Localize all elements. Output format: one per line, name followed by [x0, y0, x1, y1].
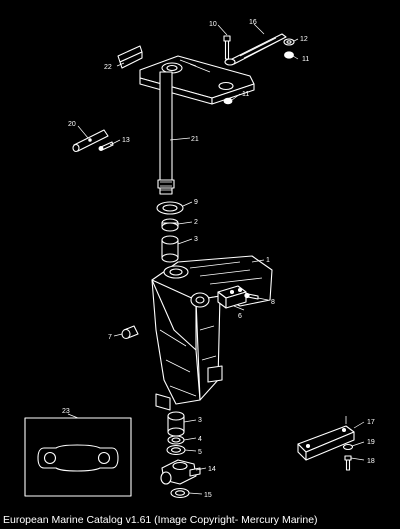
callout-4: 4	[198, 436, 202, 443]
part-3-bushing-lower[interactable]	[167, 411, 185, 437]
callout-3-upper: 3	[194, 236, 198, 243]
callout-17: 17	[367, 419, 375, 426]
callout-12: 12	[300, 36, 308, 43]
part-16-link-rod[interactable]	[224, 33, 287, 66]
part-3-bushing-upper[interactable]	[161, 235, 179, 263]
callout-9: 9	[194, 199, 198, 206]
callout-15: 15	[204, 492, 212, 499]
part-1-swivel-bracket[interactable]	[151, 255, 273, 411]
steering-arm-assembly[interactable]	[139, 55, 255, 105]
part-5-washer[interactable]	[166, 444, 186, 456]
part-9-washer[interactable]	[156, 201, 184, 215]
part-11-nut-upper[interactable]	[284, 51, 294, 59]
callout-22: 22	[104, 64, 112, 71]
part-6-block[interactable]	[217, 285, 247, 309]
callout-19: 19	[367, 439, 375, 446]
callout-11-upper: 11	[302, 56, 309, 63]
callout-7: 7	[108, 334, 112, 341]
callout-18: 18	[367, 458, 375, 465]
callout-20: 20	[68, 121, 76, 128]
callout-2: 2	[194, 219, 198, 226]
part-4-washer[interactable]	[167, 435, 185, 445]
part-13-screw[interactable]	[98, 141, 114, 151]
callout-labels: 10 16 12 11 11 22 20 13 21 9 2 3 1 6 8 7…	[62, 19, 375, 499]
callout-13: 13	[122, 137, 130, 144]
part-14-yoke[interactable]	[160, 459, 201, 485]
part-21-steering-shaft[interactable]	[157, 71, 175, 195]
exploded-parts-diagram: 10 16 12 11 11 22 20 13 21 9 2 3 1 6 8 7…	[24, 19, 375, 499]
part-23-gasket-inset[interactable]	[24, 417, 132, 497]
callout-8: 8	[271, 299, 275, 306]
part-7-bushing[interactable]	[121, 325, 139, 340]
callout-23: 23	[62, 408, 70, 415]
part-22-bracket[interactable]	[117, 45, 143, 69]
part-2-bushing[interactable]	[161, 218, 179, 232]
callout-5: 5	[198, 449, 202, 456]
part-19-washer[interactable]	[342, 443, 354, 451]
callout-21: 21	[191, 136, 199, 143]
callout-6: 6	[238, 313, 242, 320]
leader-lines	[67, 23, 365, 495]
callout-11-lower: 11	[242, 91, 249, 98]
part-8-screw[interactable]	[244, 292, 259, 300]
callout-16: 16	[249, 19, 257, 26]
part-20-pin[interactable]	[72, 129, 109, 153]
part-11-nut-lower[interactable]	[223, 97, 233, 105]
part-17-plate[interactable]	[297, 416, 355, 461]
part-10-bolt[interactable]	[223, 35, 231, 60]
part-12-washer[interactable]	[283, 38, 295, 46]
part-15-washer[interactable]	[170, 487, 190, 499]
callout-10: 10	[209, 21, 217, 28]
callout-3-lower: 3	[198, 417, 202, 424]
part-18-bolt[interactable]	[344, 455, 352, 471]
callout-1: 1	[266, 257, 270, 264]
copyright-caption: European Marine Catalog v1.61 (Image Cop…	[3, 514, 318, 526]
callout-14: 14	[208, 466, 216, 473]
